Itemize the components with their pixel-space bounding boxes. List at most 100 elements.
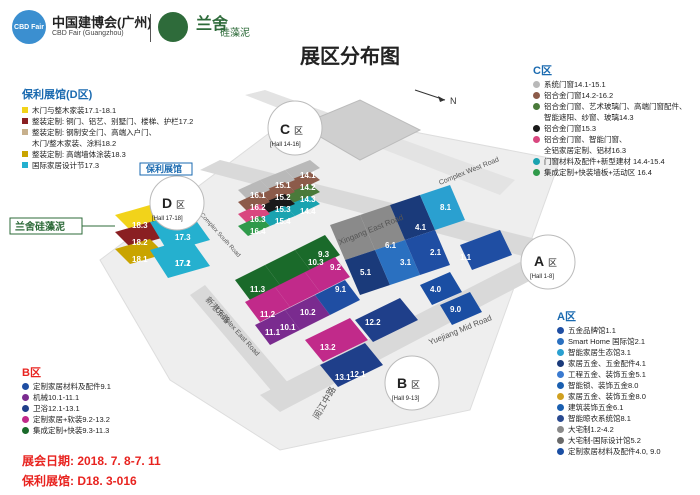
legend-item: 卫浴12.1-13.1 xyxy=(22,403,222,414)
hall-block xyxy=(305,257,350,292)
hall-number-b: 12.1 xyxy=(350,370,366,379)
legend-item: 集成定制+快装9.3-11.3 xyxy=(22,425,222,436)
legend-label: 智能家居生态馆3.1 xyxy=(568,348,631,357)
legend-label: 国际家居设计节17.3 xyxy=(32,161,100,170)
lanshe-logo-icon xyxy=(158,12,188,42)
legend-swatch xyxy=(22,107,28,113)
legend-swatch xyxy=(557,404,564,411)
legend-swatch xyxy=(557,349,564,356)
hall-block xyxy=(115,239,165,264)
exhibition-dates: 展会日期: 2018. 7. 8-7. 11 xyxy=(22,454,161,468)
legend-swatch xyxy=(533,125,540,132)
legend-label: 智能锁、装饰五金8.0 xyxy=(568,381,639,390)
hall-number-d: 18.2 xyxy=(132,238,148,247)
legend-swatch xyxy=(533,103,540,110)
legend-swatch xyxy=(22,151,28,157)
hall-number-c: 16.2 xyxy=(250,203,266,212)
hall-block xyxy=(460,230,512,270)
hall-block xyxy=(150,238,210,278)
hall-number-c: 16.3 xyxy=(250,215,266,224)
legend-item: 木门/整木家装、涂料18.2 xyxy=(22,138,252,149)
legend-label: 整装定制: 高端墙体涂装18.3 xyxy=(32,150,126,159)
bubble-a-letter: A xyxy=(534,253,544,269)
hall-number-b: 11.3 xyxy=(250,285,266,294)
logo-badge-text: CBD Fair xyxy=(14,23,44,31)
partner-sub: 硅藻泥 xyxy=(220,28,250,39)
logo-divider xyxy=(150,14,151,42)
bubble-d[interactable]: D 区 [Hall 17-18] xyxy=(149,175,205,231)
legend-item: 整装定制: 钢制安全门、高端入户门、 xyxy=(22,127,252,138)
legend-item: 集成定制+快装墙板+活动区 16.4 xyxy=(533,167,698,178)
bubble-a-hall: [Hall 1-8] xyxy=(530,274,554,280)
hall-number-a: 2.1 xyxy=(430,248,442,257)
legend-label: 铝合金门窗14.2-16.2 xyxy=(544,91,614,100)
hall-block xyxy=(405,230,450,275)
hall-block xyxy=(260,194,295,214)
logo-subtitle: CBD Fair (Guangzhou) xyxy=(52,30,124,37)
legend-b-title: B区 xyxy=(22,367,41,379)
hall-block xyxy=(355,298,418,342)
hall-number-a: 3.1 xyxy=(400,258,412,267)
legend-a-title: A区 xyxy=(557,311,576,323)
hall-block xyxy=(330,215,375,260)
hall-number-b: 13.2 xyxy=(320,343,336,352)
legend-item: 国际家居设计节17.3 xyxy=(22,160,252,171)
hall-block xyxy=(238,192,270,212)
legend-label: 木门与整木家装17.1-18.1 xyxy=(32,106,117,115)
legend-swatch xyxy=(557,393,564,400)
legend-label: 整装定制: 钢制安全门、高端入户门、 xyxy=(32,128,157,137)
bubble-c-suffix: 区 xyxy=(294,126,303,136)
hall-number-c: 14.1 xyxy=(300,171,316,180)
hall-block xyxy=(265,250,310,285)
hall-block xyxy=(315,280,360,315)
hall-number-c: 14.3 xyxy=(300,195,316,204)
legend-item: 定制家居材料及配件9.1 xyxy=(22,381,222,392)
legend-swatch xyxy=(557,371,564,378)
legend-item: 智能家居生态馆3.1 xyxy=(557,347,697,358)
hall-number-b: 10.2 xyxy=(300,308,316,317)
hall-block xyxy=(238,180,270,200)
hall-number-b: 10.3 xyxy=(308,258,324,267)
legend-label: 门窗材料及配件+新型建材 14.4-15.4 xyxy=(544,157,665,166)
legend-item: 家居五金、装饰五金8.0 xyxy=(557,391,697,402)
hall-number-d: 18.1 xyxy=(132,255,148,264)
hall-number-a: 5.1 xyxy=(360,268,372,277)
legend-label: 集成定制+快装9.3-11.3 xyxy=(33,426,110,435)
hall-block xyxy=(255,310,300,345)
legend-item: 智能遮阳、纱窗、玻璃14.3 xyxy=(533,112,698,123)
poly-hall-tag: 保利展馆 xyxy=(145,163,182,174)
logo-title: 中国建博会(广州) xyxy=(52,15,152,30)
hall-number-b: 12.2 xyxy=(365,318,381,327)
hall-group-a xyxy=(330,185,512,325)
legend-item: 整装定制: 高端墙体涂装18.3 xyxy=(22,149,252,160)
hall-number-b: 10.1 xyxy=(280,323,296,332)
legend-label: 工程五金、装饰五金5.1 xyxy=(568,370,646,379)
legend-label: 全铝家居定制、铝材16.3 xyxy=(544,146,627,155)
bubble-b-suffix: 区 xyxy=(411,380,420,390)
legend-swatch xyxy=(557,382,564,389)
legend-c-title: C区 xyxy=(533,65,552,77)
bubble-a[interactable]: A 区 [Hall 1-8] xyxy=(520,234,576,290)
bubble-c[interactable]: C 区 [Hall 14-16] xyxy=(267,100,323,156)
hall-number-c: 15.3 xyxy=(275,205,291,214)
legend-swatch xyxy=(533,169,540,176)
hall-block xyxy=(235,265,280,300)
legend-label: 建筑装饰五金6.1 xyxy=(568,403,624,412)
legend-label: 铝合金门窗、艺术玻璃门、高端门窗配件、 xyxy=(544,102,687,111)
legend-label: 机械10.1-11.1 xyxy=(33,393,80,402)
hall-block xyxy=(345,250,390,295)
bubble-b[interactable]: B 区 [Hall 9-13] xyxy=(384,355,440,411)
road-complex-east xyxy=(190,285,290,395)
legend-label: 铝合金门窗、智能门窗、 xyxy=(544,135,627,144)
hall-labels: 14.114.214.314.415.115.215.315.416.116.2… xyxy=(132,171,472,382)
bubble-d-suffix: 区 xyxy=(176,200,185,210)
hall-group-c xyxy=(238,160,320,236)
hall-number-c: 15.2 xyxy=(275,193,291,202)
legend-item: 大宅制1.2-4.2 xyxy=(557,424,697,435)
legend-label: 智能遮阳、纱窗、玻璃14.3 xyxy=(544,113,634,122)
hall-number-b: 11.2 xyxy=(260,310,276,319)
bubble-a-suffix: 区 xyxy=(548,258,557,268)
